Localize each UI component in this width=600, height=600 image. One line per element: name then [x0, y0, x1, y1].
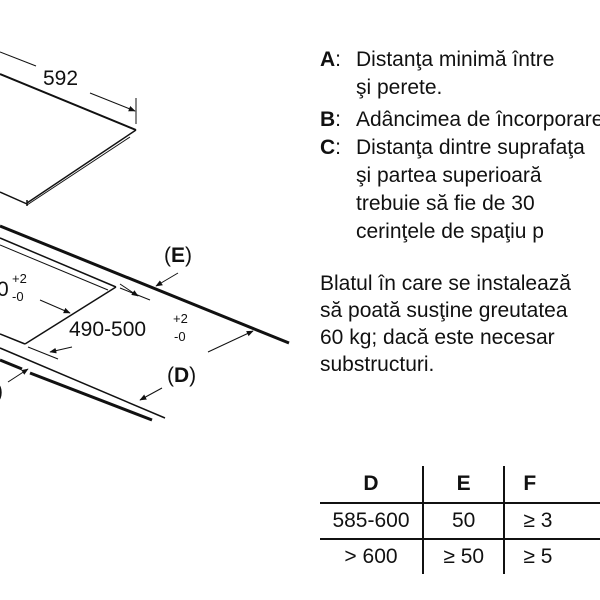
table-cell: ≥ 5 [503, 538, 600, 574]
legend-line: şi perete. [356, 76, 443, 99]
installation-diagram: 592 0 +2 -0 490-500 +2 -0 (E) (D) ) [0, 51, 290, 422]
legend-line: cerinţele de spaţiu p [356, 220, 544, 243]
table-row: 585-600 50 ≥ 3 [320, 502, 600, 539]
table-cell: ≥ 50 [421, 538, 505, 574]
label-partial: ) [0, 380, 3, 403]
paragraph-line: 60 kg; dacă este necesar [320, 326, 555, 349]
label-e: (E) [164, 244, 192, 267]
legend-text: A: Distanţa minimă între şi perete. B: A… [320, 46, 600, 378]
table-row: > 600 ≥ 50 ≥ 5 [320, 538, 600, 574]
paragraph-line: substructuri. [320, 353, 435, 376]
clearance-table: D E F 585-600 50 ≥ 3 > 600 ≥ 50 ≥ 5 [320, 466, 600, 574]
legend-line: şi partea superioară [356, 164, 542, 187]
dim-depth-tol-plus: +2 [173, 311, 188, 326]
dim-cutout-value: 0 [0, 278, 9, 301]
worktop-paragraph: Blatul în care se instalează să poată su… [320, 270, 600, 378]
dim-width-label: 592 [43, 67, 78, 90]
header-d: D [363, 472, 379, 495]
header-e: E [421, 466, 505, 503]
legend-line: Distanţa minimă între [356, 48, 555, 71]
legend-item-c: C: Distanţa dintre suprafaţa şi partea s… [320, 134, 600, 246]
dim-cutout-width-label: 0 [0, 278, 9, 301]
legend-line: Adâncimea de încorporare [356, 108, 600, 131]
dim-depth-label: 490-500 [69, 318, 146, 341]
paragraph-line: Blatul în care se instalează [320, 272, 571, 295]
worktop-outline [0, 224, 290, 422]
paragraph-line: să poată susţine greutatea [320, 299, 568, 322]
legend-item-a: A: Distanţa minimă între şi perete. [320, 46, 600, 102]
legend-line: trebuie să fie de 30 [356, 192, 535, 215]
hob-outline [0, 51, 137, 206]
table-cell: 585-600 [320, 502, 423, 539]
table-cell: > 600 [320, 538, 423, 574]
legend-line: Distanţa dintre suprafaţa [356, 136, 585, 159]
dim-depth-tol-minus: -0 [174, 329, 186, 344]
table-header-row: D E F [320, 466, 600, 503]
header-f: F [503, 466, 600, 503]
dim-cutout-tol-minus: -0 [12, 289, 24, 304]
table-cell: 50 [421, 502, 505, 539]
label-d: (D) [167, 364, 196, 387]
table-cell: ≥ 3 [503, 502, 600, 539]
legend-item-b: B: Adâncimea de încorporare [320, 106, 600, 134]
dim-cutout-tol-plus: +2 [12, 271, 27, 286]
